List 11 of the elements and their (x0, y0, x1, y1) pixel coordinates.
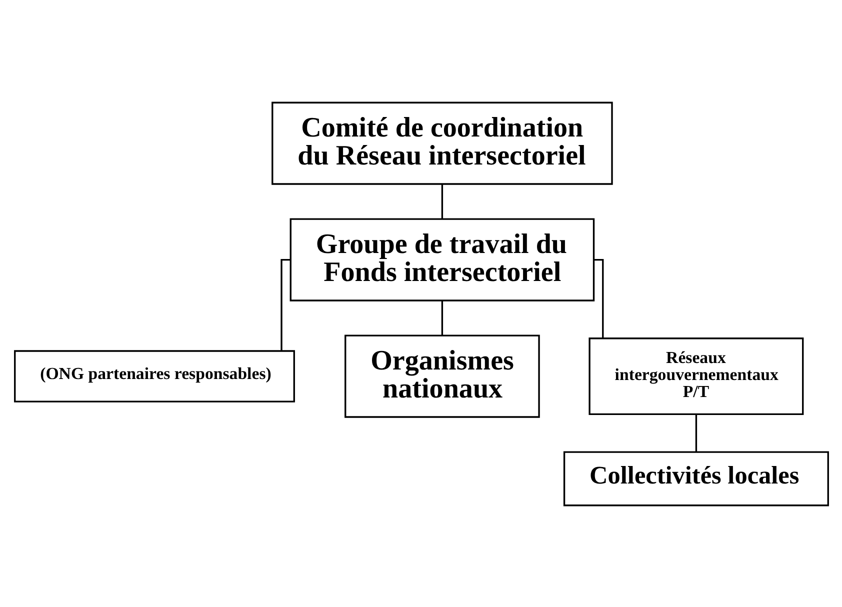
node-box: Groupe de travail du Fonds intersectoriel (289, 218, 594, 301)
node-box: Comité de coordination du Réseau intersectoriel (271, 101, 612, 184)
connector (440, 184, 443, 218)
node-box: Organismes nationaux (344, 334, 540, 418)
node-box: Réseaux intergouvernementaux P/T (588, 337, 804, 414)
connector (694, 414, 697, 452)
node-box: (ONG partenaires responsables) (14, 350, 294, 402)
node-box: Collectivités locales (562, 450, 828, 506)
connector (280, 258, 290, 350)
connector (593, 258, 604, 338)
connector (440, 300, 443, 335)
